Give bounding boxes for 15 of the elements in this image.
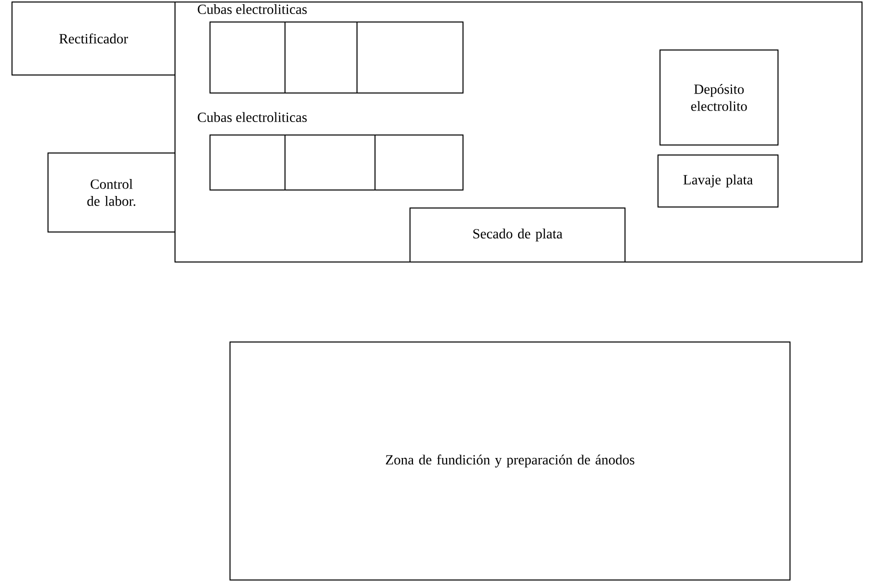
cell-box (210, 134, 286, 190)
cell-box (356, 22, 464, 94)
cell-box (374, 134, 464, 190)
room-box: Secado de plata (410, 208, 626, 262)
cell-box (210, 22, 286, 94)
room-box: Control de labor. (48, 152, 176, 232)
room-box: Lavaje plata (658, 154, 778, 208)
group-label: Cubas electroliticas (198, 4, 307, 14)
hall-outline (174, 2, 862, 262)
group-label: Cubas electroliticas (198, 112, 307, 122)
room-box: Depósito electrolito (660, 50, 778, 146)
cell-box (284, 134, 376, 190)
cell-box (284, 22, 358, 94)
room-box: Rectificador (12, 2, 176, 76)
room-box: Zona de fundición y preparación de ánodos (230, 342, 790, 580)
